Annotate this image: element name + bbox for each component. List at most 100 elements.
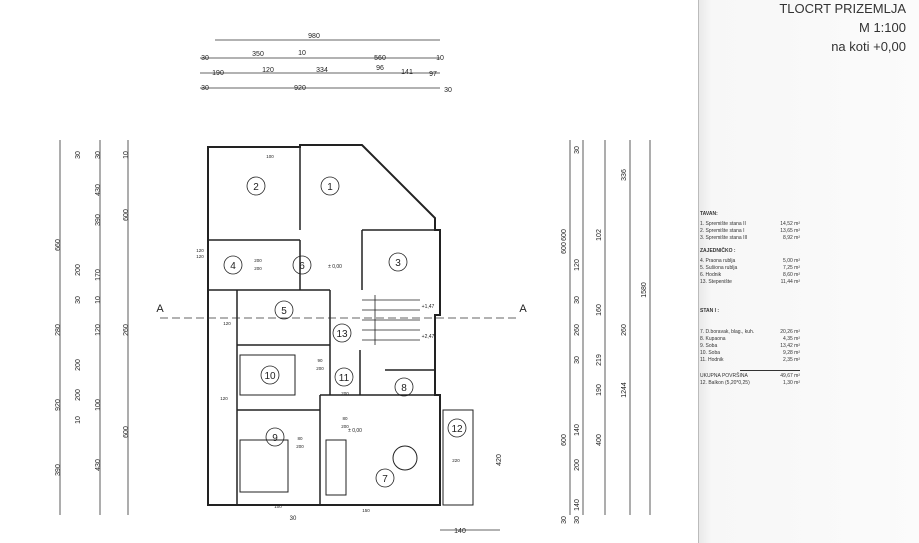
room-marker bbox=[375, 468, 395, 488]
dimension-label: 30 bbox=[561, 516, 568, 524]
dimension-label: 170 bbox=[95, 269, 102, 281]
dimension-label: 260 bbox=[123, 324, 130, 336]
dimension-label: 200 bbox=[75, 264, 82, 276]
opening-label: 80 bbox=[297, 436, 303, 441]
legend-row: 8. Kupaona 4,35 m² bbox=[700, 336, 800, 343]
legend-room-label: 9. Soba bbox=[700, 343, 718, 349]
dimension-label: 30 bbox=[95, 151, 102, 159]
room-number: 2 bbox=[253, 182, 259, 193]
room-marker bbox=[260, 365, 280, 385]
dimension-label: 600 bbox=[561, 242, 568, 254]
dimension-label: 10 bbox=[95, 296, 102, 304]
legend-room-area: 20,26 m² bbox=[780, 329, 800, 335]
dimension-label: 430 bbox=[95, 184, 102, 196]
room-marker bbox=[334, 367, 354, 387]
dimension-label: 102 bbox=[596, 229, 603, 241]
drawing-title: TLOCRT PRIZEMLJA bbox=[779, 1, 906, 16]
dimension-label: 336 bbox=[621, 169, 628, 181]
dimension-label: 920 bbox=[55, 399, 62, 411]
opening-label: 200 bbox=[341, 391, 349, 396]
dimension-label: 120 bbox=[574, 259, 581, 271]
balcony bbox=[442, 409, 474, 506]
drawing-level: na koti +0,00 bbox=[831, 39, 906, 54]
dimension-label: 600 bbox=[561, 434, 568, 446]
opening-label: 120 bbox=[220, 396, 228, 401]
legend-room-area: 2,35 m² bbox=[783, 357, 800, 363]
room-number: 9 bbox=[272, 433, 278, 444]
dimension-label: 400 bbox=[596, 434, 603, 446]
dimension-label: 920 bbox=[294, 85, 306, 92]
room-number: 13 bbox=[336, 329, 348, 340]
room-number: 12 bbox=[451, 424, 463, 435]
dimension-label: 30 bbox=[75, 296, 82, 304]
room-marker bbox=[332, 323, 352, 343]
legend-room-label: 2. Spremište stana I bbox=[700, 228, 745, 234]
dimension-label: 280 bbox=[55, 324, 62, 336]
opening-label: 200 bbox=[254, 266, 262, 271]
dimension-label: 200 bbox=[75, 389, 82, 401]
dimension-label: 10 bbox=[298, 50, 306, 57]
dimension-label: 30 bbox=[574, 296, 581, 304]
section-marker-left: A bbox=[156, 303, 164, 315]
legend-header-common: ZAJEDNIČKO : bbox=[700, 248, 736, 254]
dimension-label: 219 bbox=[596, 354, 603, 366]
dimension-label: 600 bbox=[561, 229, 568, 241]
room-marker bbox=[246, 176, 266, 196]
opening-label: 120 bbox=[196, 248, 204, 253]
legend-room-area: 9,28 m² bbox=[783, 350, 800, 356]
opening-label: 120 bbox=[196, 254, 204, 259]
legend-room-area: 13,65 m² bbox=[780, 228, 800, 234]
dimension-label: 390 bbox=[55, 464, 62, 476]
dimension-label: 140 bbox=[574, 499, 581, 511]
opening-label: 100 bbox=[266, 154, 274, 159]
dimension-label: 141 bbox=[401, 69, 413, 76]
legend-row: 7. D.boravak, blag., kuh.20,26 m² bbox=[700, 329, 800, 336]
dimension-label: 10 bbox=[436, 55, 444, 62]
dimension-label: 200 bbox=[574, 459, 581, 471]
dimension-label: 190 bbox=[212, 70, 224, 77]
room-marker bbox=[265, 427, 285, 447]
bed bbox=[239, 439, 289, 493]
legend-header-attic: TAVAN: bbox=[700, 211, 718, 217]
dimension-label: 980 bbox=[308, 33, 320, 40]
total-label: UKUPNA POVRŠINA bbox=[700, 373, 748, 379]
legend-room-label: 8. Kupaona bbox=[700, 336, 726, 342]
opening-label: 80 bbox=[342, 416, 348, 421]
room-marker bbox=[292, 255, 312, 275]
room-number: 6 bbox=[299, 261, 305, 272]
bed-room10 bbox=[239, 354, 296, 396]
dimension-label: 96 bbox=[376, 65, 384, 72]
legend-room-label: 13. Stepenište bbox=[700, 279, 732, 285]
room-marker bbox=[274, 300, 294, 320]
dimension-label: 430 bbox=[95, 459, 102, 471]
opening-label: 200 bbox=[296, 444, 304, 449]
dimension-label: 160 bbox=[596, 304, 603, 316]
legend-room-area: 8,92 m² bbox=[783, 235, 800, 241]
room-marker bbox=[447, 418, 467, 438]
stairs bbox=[362, 295, 420, 345]
dimension-label: 30 bbox=[574, 516, 581, 524]
room-number: 1 bbox=[327, 182, 333, 193]
legend-room-area: 11,44 m² bbox=[780, 279, 800, 285]
legend-room-area: 13,42 m² bbox=[780, 343, 800, 349]
level-mark: +2,47 bbox=[422, 334, 435, 340]
dining-table bbox=[392, 445, 418, 471]
dimension-label: 260 bbox=[574, 324, 581, 336]
room-number: 7 bbox=[382, 474, 388, 485]
dimension-label: 1244 bbox=[621, 382, 628, 398]
room-number: 4 bbox=[230, 261, 236, 272]
dimension-label: 660 bbox=[55, 239, 62, 251]
room-marker bbox=[320, 176, 340, 196]
balcony-area: 1,30 m² bbox=[783, 380, 800, 386]
legend-row: 2. Spremište stana I 13,65 m² bbox=[700, 228, 800, 235]
legend-room-area: 5,00 m² bbox=[783, 258, 800, 264]
legend-room-area: 4,35 m² bbox=[783, 336, 800, 342]
dimension-label: 30 bbox=[574, 356, 581, 364]
legend-row: 13. Stepenište 11,44 m² bbox=[700, 279, 800, 286]
dimension-label: 390 bbox=[95, 214, 102, 226]
